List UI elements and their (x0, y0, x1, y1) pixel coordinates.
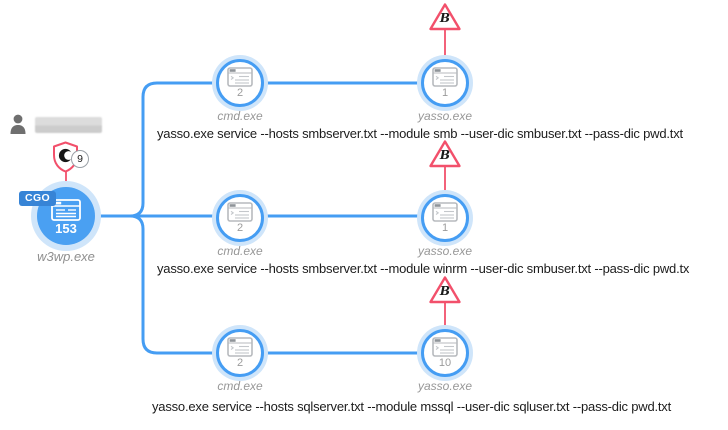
yasso-event-count: 1 (441, 87, 449, 99)
process-name-cmd-2: cmd.exe (217, 379, 263, 393)
process-window-icon (432, 337, 458, 357)
process-window-icon (432, 67, 458, 87)
user-name-redacted (35, 117, 102, 133)
root-alert-count: 9 (77, 153, 83, 165)
command-line-2: yasso.exe service --hosts sqlserver.txt … (152, 399, 672, 414)
process-node-cmd-0[interactable]: 2 (212, 55, 268, 111)
process-name-yasso-1: yasso.exe (417, 244, 473, 258)
cmd-event-count: 2 (236, 357, 244, 369)
root-alert-count-badge[interactable]: 9 (71, 150, 89, 168)
process-window-icon (51, 198, 81, 221)
command-line-0: yasso.exe service --hosts smbserver.txt … (157, 126, 683, 141)
process-name-yasso-0: yasso.exe (417, 109, 473, 123)
process-node-cmd-1[interactable]: 2 (212, 190, 268, 246)
alert-triangle-0[interactable]: B (428, 2, 462, 32)
alert-letter: B (439, 11, 451, 25)
alert-triangle-2[interactable]: B (428, 275, 462, 305)
alert-triangle-1[interactable]: B (428, 139, 462, 169)
root-event-count: 153 (55, 220, 77, 236)
user-row (9, 114, 102, 135)
process-node-cmd-2[interactable]: 2 (212, 325, 268, 381)
process-window-icon (227, 337, 253, 357)
process-window-icon (432, 202, 458, 222)
process-node-yasso-0[interactable]: 1 (417, 55, 473, 111)
alert-letter: B (439, 284, 451, 298)
process-name-yasso-2: yasso.exe (417, 379, 473, 393)
process-window-icon (227, 67, 253, 87)
alert-letter: B (439, 148, 451, 162)
command-line-1: yasso.exe service --hosts smbserver.txt … (157, 261, 690, 276)
root-tag: CGO (19, 191, 57, 206)
cmd-event-count: 2 (236, 222, 244, 234)
process-name-cmd-0: cmd.exe (217, 109, 263, 123)
edge-root-to-branch-2 (64, 214, 447, 355)
root-process-name: w3wp.exe (37, 249, 95, 264)
user-icon (10, 114, 26, 134)
yasso-event-count: 10 (438, 357, 452, 369)
process-name-cmd-1: cmd.exe (217, 244, 263, 258)
yasso-event-count: 1 (441, 222, 449, 234)
process-node-yasso-2[interactable]: 10 (417, 325, 473, 381)
cmd-event-count: 2 (236, 87, 244, 99)
process-node-yasso-1[interactable]: 1 (417, 190, 473, 246)
process-window-icon (227, 202, 253, 222)
